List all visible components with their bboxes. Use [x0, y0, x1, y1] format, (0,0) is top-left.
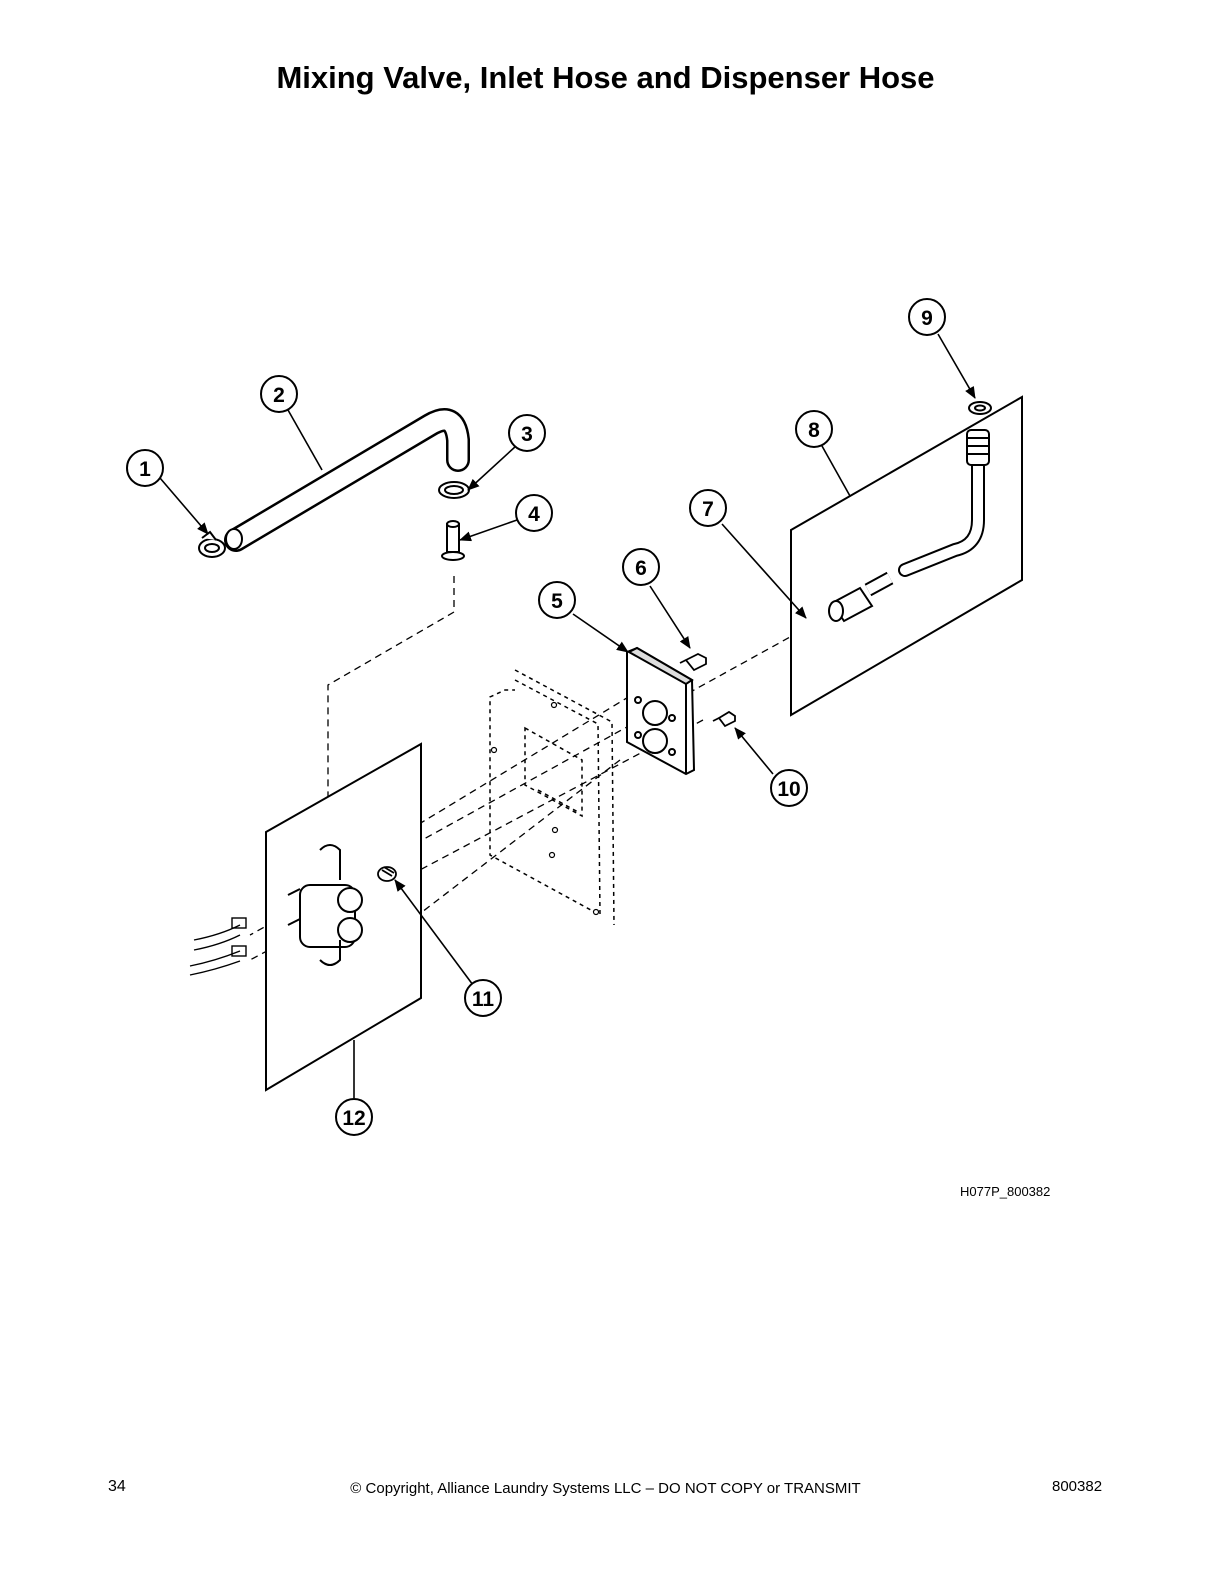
dispenser-hose-kit	[790, 395, 1023, 717]
callout-leaders	[159, 333, 976, 1098]
callout-12: 12	[335, 1098, 373, 1136]
screw-lower	[712, 710, 736, 728]
callout-3: 3	[508, 414, 546, 452]
callout-7-label: 7	[702, 498, 714, 521]
callout-8-label: 8	[808, 419, 820, 442]
callout-1-label: 1	[139, 458, 151, 481]
mixing-valve-kit	[265, 742, 422, 1092]
cabinet-panel	[489, 669, 615, 926]
callout-1: 1	[126, 449, 164, 487]
page-title: Mixing Valve, Inlet Hose and Dispenser H…	[276, 60, 935, 95]
threaded-fitting	[377, 866, 397, 882]
document-number: 800382	[1052, 1478, 1103, 1495]
callout-2: 2	[260, 375, 298, 413]
callout-4: 4	[515, 494, 553, 532]
hose-clamp-upper	[438, 481, 470, 499]
callout-6: 6	[622, 548, 660, 586]
wire-harness	[189, 917, 247, 976]
panel-holes	[490, 701, 600, 916]
copyright-notice: © Copyright, Alliance Laundry Systems LL…	[350, 1480, 861, 1497]
callout-11-label: 11	[472, 988, 495, 1011]
callout-12-label: 12	[342, 1107, 365, 1130]
inlet-hose	[224, 408, 470, 552]
callout-6-label: 6	[635, 557, 647, 580]
mounting-bracket	[626, 646, 696, 776]
callout-11: 11	[464, 979, 502, 1017]
callout-7: 7	[689, 489, 727, 527]
callout-10: 10	[770, 769, 808, 807]
callout-8: 8	[795, 410, 833, 448]
tube-connector	[441, 520, 465, 561]
callout-3-label: 3	[521, 423, 533, 446]
callout-9-label: 9	[921, 307, 933, 330]
hose-clamp	[198, 530, 226, 558]
hose-washer	[968, 401, 992, 415]
figure-id: H077P_800382	[960, 1184, 1051, 1199]
callout-4-label: 4	[528, 503, 540, 526]
page-number: 34	[108, 1478, 126, 1495]
callout-10-label: 10	[777, 778, 800, 801]
callout-2-label: 2	[273, 384, 285, 407]
callout-5: 5	[538, 581, 576, 619]
callout-9: 9	[908, 298, 946, 336]
screw-upper	[679, 652, 707, 672]
callout-5-label: 5	[551, 590, 563, 613]
